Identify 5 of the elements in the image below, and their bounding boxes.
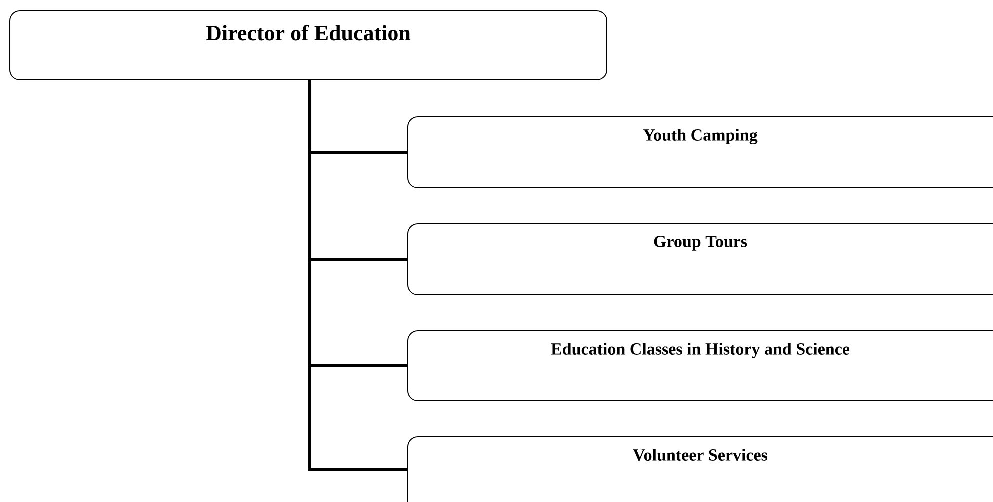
org-box: Volunteer Services <box>408 436 993 502</box>
org-box: Education Classes in History and Science <box>408 330 993 402</box>
org-box: Group Tours <box>408 224 993 296</box>
org-box: Youth Camping <box>408 116 993 188</box>
org-box: Director of Education <box>10 10 608 80</box>
